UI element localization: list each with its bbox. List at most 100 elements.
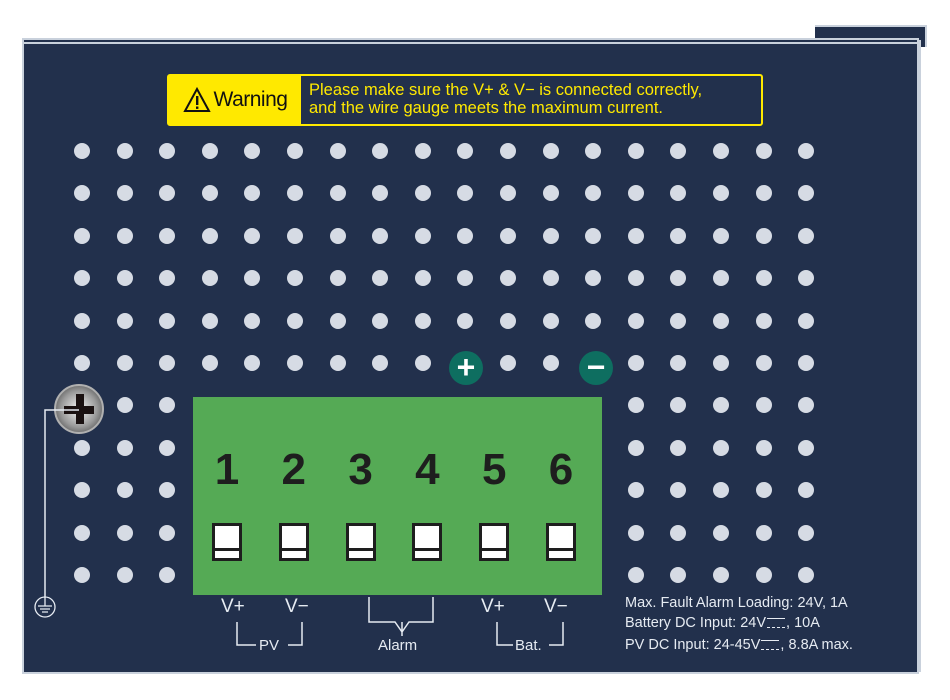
vent-hole [159, 143, 176, 159]
vent-hole [372, 227, 389, 244]
vent-hole [414, 270, 431, 287]
vent-hole [414, 355, 431, 371]
vent-hole [116, 185, 133, 202]
vent-hole [798, 312, 815, 329]
terminal-slot-5[interactable] [479, 523, 510, 561]
vent-hole [116, 355, 133, 371]
vent-hole [627, 355, 644, 371]
alarm-label: Alarm [378, 637, 418, 654]
vent-hole [798, 567, 815, 583]
vent-hole [159, 482, 176, 499]
vent-hole [159, 355, 176, 371]
warning-text: Please make sure the V+ & V− is connecte… [301, 76, 702, 124]
vent-hole [457, 143, 474, 159]
bat-vminus-label: V− [544, 596, 568, 617]
vent-hole [670, 185, 687, 202]
terminal-slot-6[interactable] [546, 523, 576, 561]
vent-hole [74, 143, 90, 159]
vent-hole [755, 227, 772, 244]
vent-hole [244, 312, 261, 329]
vent-hole [116, 439, 133, 456]
vent-hole [670, 482, 687, 499]
vent-hole [244, 355, 261, 371]
vent-hole [201, 312, 218, 329]
vent-hole [116, 227, 133, 244]
vent-hole [116, 312, 133, 329]
vent-hole [116, 270, 133, 287]
ground-line [44, 409, 79, 598]
vent-hole [244, 143, 261, 159]
vent-hole [116, 143, 133, 159]
terminal-slot-3[interactable] [345, 523, 376, 561]
vent-hole [372, 143, 389, 159]
vent-hole [74, 355, 90, 371]
warning-line-2: and the wire gauge meets the maximum cur… [309, 99, 664, 117]
vent-hole [116, 524, 133, 541]
terminal-number: 4 [415, 445, 440, 494]
vent-hole [670, 270, 687, 287]
vent-hole [159, 227, 176, 244]
vent-hole [713, 567, 729, 583]
terminal-slot-4[interactable] [412, 523, 443, 561]
vent-hole [670, 439, 687, 456]
spec-alarm-loading: Max. Fault Alarm Loading: 24V, 1A [625, 595, 848, 611]
vent-hole [244, 185, 261, 202]
vent-hole [159, 567, 176, 583]
vent-hole [627, 312, 644, 329]
vent-hole [329, 312, 346, 329]
vent-hole [159, 312, 176, 329]
vent-hole [500, 355, 516, 371]
vent-hole [287, 143, 303, 159]
vent-hole [201, 270, 218, 287]
vent-hole [74, 185, 90, 202]
vent-hole [457, 185, 474, 202]
vent-hole [755, 143, 772, 159]
vent-hole [414, 227, 431, 244]
vent-hole [159, 439, 176, 456]
vent-hole [287, 227, 303, 244]
vent-hole [798, 143, 815, 159]
vent-hole [713, 482, 729, 499]
vent-hole [414, 312, 431, 329]
plus-polarity-icon: + [449, 351, 483, 385]
dc-symbol-icon [761, 640, 780, 651]
bat-vplus-label: V+ [481, 596, 505, 617]
terminal-number: 3 [348, 445, 373, 494]
vent-hole [627, 270, 644, 287]
terminal-slot-1[interactable] [212, 523, 242, 561]
vent-hole [755, 185, 772, 202]
vent-hole [329, 355, 346, 371]
vent-hole [500, 270, 516, 287]
vent-hole [159, 185, 176, 202]
vent-hole [542, 270, 559, 287]
vent-hole [755, 355, 772, 371]
vent-hole [798, 524, 815, 541]
vent-hole [287, 312, 303, 329]
vent-hole [585, 185, 602, 202]
vent-hole [755, 524, 772, 541]
vent-hole [372, 185, 389, 202]
warning-triangle-icon [182, 87, 211, 112]
vent-hole [287, 270, 303, 287]
vent-hole [627, 397, 644, 414]
vent-hole [670, 227, 687, 244]
vent-hole [287, 185, 303, 202]
terminal-number: 1 [214, 445, 240, 494]
vent-hole [74, 312, 90, 329]
vent-hole [159, 397, 176, 414]
vent-hole [500, 185, 516, 202]
vent-hole [74, 482, 90, 499]
vent-hole [755, 397, 772, 414]
vent-hole [755, 270, 772, 287]
bat-label: Bat. [515, 637, 542, 654]
vent-hole [500, 143, 516, 159]
vent-hole [585, 227, 602, 244]
vent-hole [457, 270, 474, 287]
vent-hole [74, 270, 90, 287]
vent-hole [670, 143, 687, 159]
spec-battery-input: Battery DC Input: 24V, 10A [625, 615, 820, 631]
vent-hole [713, 312, 729, 329]
vent-hole [542, 185, 559, 202]
terminal-slot-2[interactable] [278, 523, 309, 561]
vent-hole [116, 482, 133, 499]
